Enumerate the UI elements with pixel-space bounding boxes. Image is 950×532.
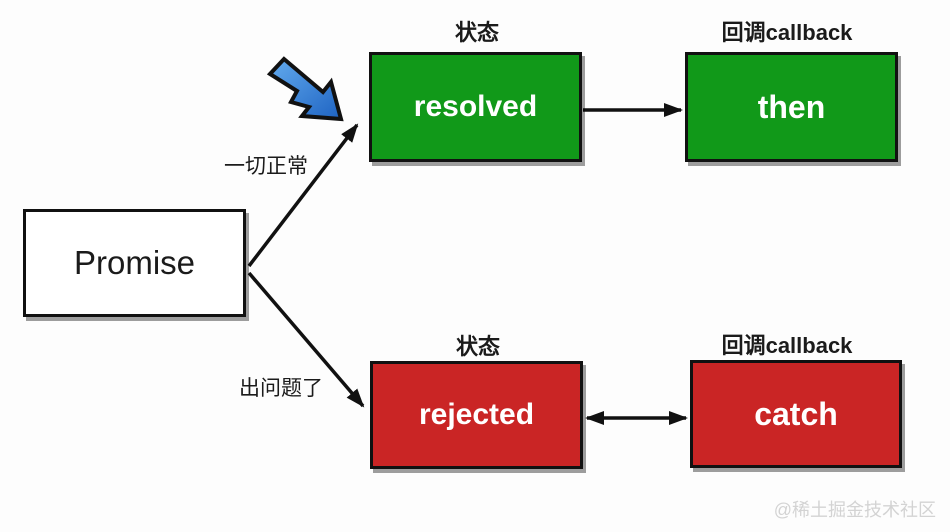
node-then: then bbox=[685, 52, 898, 162]
watermark: @稀土掘金技术社区 bbox=[773, 500, 936, 520]
node-resolved-label: resolved bbox=[413, 90, 538, 123]
edge-label-error: 出问题了 bbox=[239, 377, 323, 400]
edge-label-ok: 一切正常 bbox=[224, 155, 308, 178]
header-state-bottom: 状态 bbox=[455, 334, 501, 359]
node-catch-label: catch bbox=[754, 395, 838, 432]
node-promise: Promise bbox=[23, 209, 246, 317]
edge-promise-to-resolved bbox=[247, 123, 359, 268]
node-promise-label: Promise bbox=[73, 244, 196, 281]
header-state-top: 状态 bbox=[454, 20, 500, 45]
node-catch: catch bbox=[690, 360, 902, 468]
header-callback-top: 回调callback bbox=[721, 20, 853, 45]
node-then-label: then bbox=[757, 88, 826, 125]
node-rejected: rejected bbox=[370, 361, 583, 469]
blue-pointer-cursor-icon bbox=[266, 56, 344, 122]
node-rejected-label: rejected bbox=[418, 398, 535, 431]
header-callback-bottom: 回调callback bbox=[721, 333, 853, 358]
node-resolved: resolved bbox=[369, 52, 582, 162]
